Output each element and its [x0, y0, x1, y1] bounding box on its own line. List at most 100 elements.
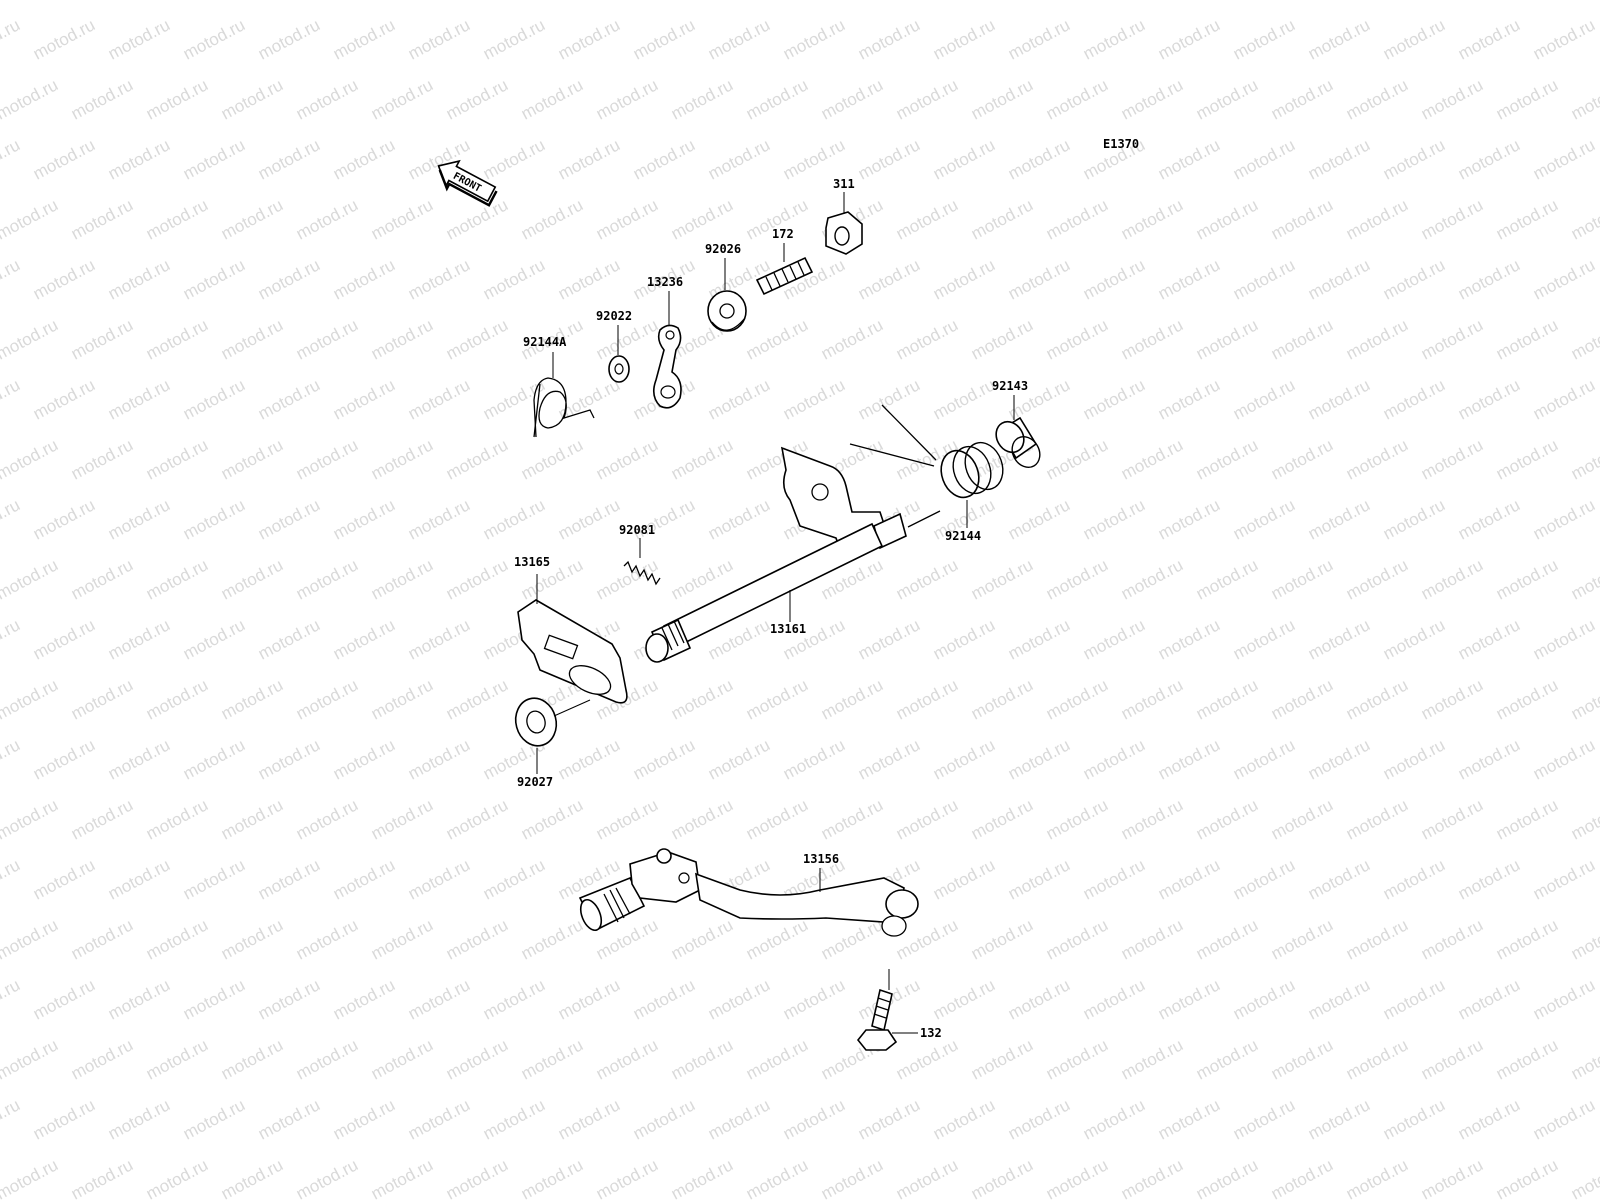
- watermark-text: motod.ru: [1230, 495, 1298, 543]
- watermark-text: motod.ru: [1380, 255, 1448, 303]
- callout-92144A: 92144A: [523, 335, 567, 349]
- watermark-text: motod.ru: [968, 315, 1036, 363]
- watermark-text: motod.ru: [330, 255, 398, 303]
- watermark-text: motod.ru: [818, 75, 886, 123]
- watermark-text: motod.ru: [1043, 1155, 1111, 1200]
- watermark-text: motod.ru: [1230, 735, 1298, 783]
- watermark-text: motod.ru: [1418, 555, 1486, 603]
- watermark-text: motod.ru: [255, 135, 323, 183]
- watermark-text: motod.ru: [518, 1035, 586, 1083]
- callout-13236: 13236: [647, 275, 683, 289]
- watermark-text: motod.ru: [1043, 1035, 1111, 1083]
- watermark-text: motod.ru: [180, 495, 248, 543]
- watermark-text: motod.ru: [255, 255, 323, 303]
- watermark-text: motod.ru: [1380, 975, 1448, 1023]
- watermark-text: motod.ru: [218, 75, 286, 123]
- watermark-text: motod.ru: [1268, 555, 1336, 603]
- watermark-text: motod.ru: [968, 195, 1036, 243]
- watermark-text: motod.ru: [1080, 15, 1148, 63]
- watermark-text: motod.ru: [855, 255, 923, 303]
- watermark-text: motod.ru: [968, 555, 1036, 603]
- watermark-text: motod.ru: [30, 375, 98, 423]
- watermark-text: motod.ru: [480, 1095, 548, 1143]
- watermark-text: motod.ru: [1343, 315, 1411, 363]
- watermark-text: motod.ru: [1193, 555, 1261, 603]
- watermark-text: motod.ru: [1418, 195, 1486, 243]
- watermark-text: motod.ru: [1305, 735, 1373, 783]
- watermark-text: motod.ru: [1155, 375, 1223, 423]
- watermark-text: motod.ru: [743, 0, 811, 4]
- watermark-text: motod.ru: [780, 15, 848, 63]
- watermark-text: motod.ru: [1043, 75, 1111, 123]
- watermark-text: motod.ru: [780, 375, 848, 423]
- watermark-text: motod.ru: [0, 135, 23, 183]
- watermark-text: motod.ru: [1043, 435, 1111, 483]
- watermark-text: motod.ru: [1230, 975, 1298, 1023]
- watermark-text: motod.ru: [555, 135, 623, 183]
- watermark-text: motod.ru: [293, 915, 361, 963]
- watermark-text: motod.ru: [405, 735, 473, 783]
- watermark-text: motod.ru: [68, 675, 136, 723]
- watermark-text: motod.ru: [480, 855, 548, 903]
- watermark-text: motod.ru: [1568, 1035, 1600, 1083]
- watermark-text: motod.ru: [68, 195, 136, 243]
- watermark-text: motod.ru: [1530, 255, 1598, 303]
- watermark-text: motod.ru: [218, 795, 286, 843]
- watermark-text: motod.ru: [105, 255, 173, 303]
- watermark-text: motod.ru: [1155, 255, 1223, 303]
- watermark-text: motod.ru: [405, 855, 473, 903]
- watermark-text: motod.ru: [443, 315, 511, 363]
- watermark-text: motod.ru: [893, 555, 961, 603]
- watermark-text: motod.ru: [1493, 435, 1561, 483]
- watermark-text: motod.ru: [1455, 855, 1523, 903]
- watermark-text: motod.ru: [105, 375, 173, 423]
- watermark-text: motod.ru: [1493, 0, 1561, 4]
- watermark-text: motod.ru: [1230, 855, 1298, 903]
- watermark-text: motod.ru: [368, 315, 436, 363]
- watermark-text: motod.ru: [1530, 495, 1598, 543]
- watermark-text: motod.ru: [180, 15, 248, 63]
- watermark-text: motod.ru: [443, 75, 511, 123]
- watermark-text: motod.ru: [705, 1095, 773, 1143]
- watermark-text: motod.ru: [105, 975, 173, 1023]
- watermark-text: motod.ru: [105, 615, 173, 663]
- watermark-text: motod.ru: [1005, 495, 1073, 543]
- watermark-text: motod.ru: [405, 495, 473, 543]
- watermark-text: motod.ru: [218, 0, 286, 4]
- watermark-text: motod.ru: [668, 195, 736, 243]
- watermark-text: motod.ru: [1005, 15, 1073, 63]
- watermark-text: motod.ru: [143, 0, 211, 4]
- watermark-text: motod.ru: [1268, 1035, 1336, 1083]
- watermark-text: motod.ru: [930, 1095, 998, 1143]
- callout-92022: 92022: [596, 309, 632, 323]
- watermark-text: motod.ru: [555, 1095, 623, 1143]
- watermark-text: motod.ru: [1418, 1155, 1486, 1200]
- watermark-text: motod.ru: [30, 135, 98, 183]
- watermark-text: motod.ru: [555, 255, 623, 303]
- watermark-text: motod.ru: [368, 195, 436, 243]
- watermark-text: motod.ru: [443, 555, 511, 603]
- part-13236-link: [652, 324, 682, 409]
- watermark-text: motod.ru: [818, 315, 886, 363]
- watermark-text: motod.ru: [1530, 1095, 1598, 1143]
- watermark-text: motod.ru: [143, 75, 211, 123]
- watermark-text: motod.ru: [255, 1095, 323, 1143]
- watermark-text: motod.ru: [743, 1035, 811, 1083]
- callout-311: 311: [833, 177, 855, 191]
- watermark-text: motod.ru: [1005, 615, 1073, 663]
- watermark-text: motod.ru: [143, 195, 211, 243]
- watermark-text: motod.ru: [1230, 135, 1298, 183]
- watermark-text: motod.ru: [68, 915, 136, 963]
- watermark-text: motod.ru: [968, 915, 1036, 963]
- watermark-text: motod.ru: [593, 1155, 661, 1200]
- watermark-text: motod.ru: [480, 495, 548, 543]
- watermark-text: motod.ru: [368, 1155, 436, 1200]
- watermark-text: motod.ru: [1005, 135, 1073, 183]
- watermark-text: motod.ru: [105, 735, 173, 783]
- watermark-text: motod.ru: [0, 1035, 61, 1083]
- callout-13161: 13161: [770, 622, 806, 636]
- part-92027-washer: [514, 697, 558, 747]
- watermark-text: motod.ru: [968, 75, 1036, 123]
- watermark-text: motod.ru: [1380, 495, 1448, 543]
- watermark-text: motod.ru: [30, 855, 98, 903]
